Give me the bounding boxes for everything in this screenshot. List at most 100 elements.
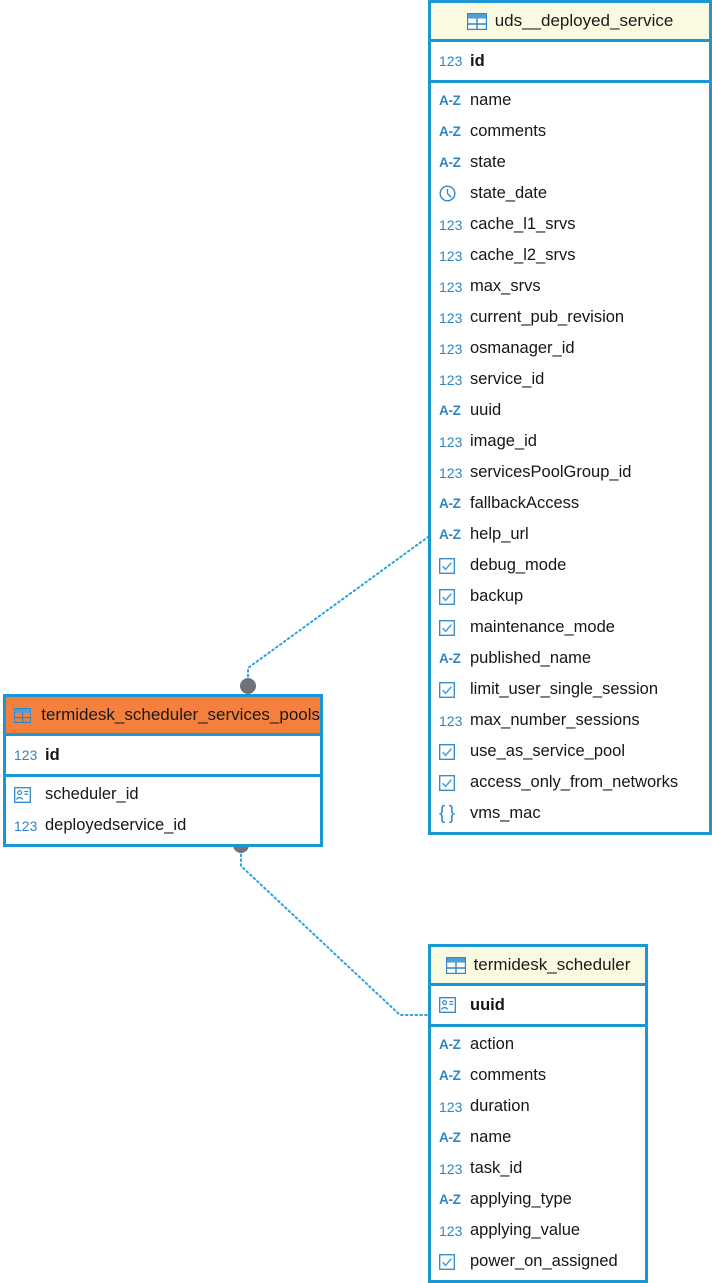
- field-label: maintenance_mode: [470, 618, 615, 637]
- text-icon-glyph: A-Z: [439, 527, 461, 542]
- table-icon: [445, 956, 466, 974]
- table-header[interactable]: uds__deployed_service: [431, 3, 709, 42]
- number-icon: 123: [439, 277, 462, 297]
- field-row[interactable]: A-Z published_name: [431, 643, 709, 674]
- field-label: state: [470, 153, 506, 172]
- field-label: task_id: [470, 1159, 523, 1178]
- number-icon: 123: [14, 745, 38, 765]
- field-row[interactable]: 123 max_number_sessions: [431, 705, 709, 736]
- table-termidesk-scheduler[interactable]: termidesk_scheduler uuid A-Z action A-Z …: [428, 944, 648, 1283]
- field-row[interactable]: A-Z help_url: [431, 519, 709, 550]
- number-icon: 123: [439, 432, 463, 452]
- number-icon-glyph: 123: [14, 747, 38, 763]
- field-label: current_pub_revision: [470, 308, 625, 327]
- field-label: max_srvs: [470, 277, 541, 296]
- field-row[interactable]: 123 max_srvs: [431, 271, 709, 302]
- field-label: servicesPoolGroup_id: [470, 463, 632, 482]
- number-icon-glyph: 123: [439, 309, 463, 326]
- field-label: service_id: [470, 370, 545, 389]
- number-icon-glyph: 123: [439, 247, 463, 264]
- field-row[interactable]: state_date: [431, 178, 709, 209]
- text-icon-glyph: A-Z: [439, 93, 461, 108]
- field-label: cache_l1_srvs: [470, 215, 576, 234]
- field-label: comments: [470, 122, 547, 141]
- text-icon-glyph: A-Z: [439, 403, 461, 418]
- number-icon: 123: [439, 711, 463, 731]
- field-row[interactable]: A-Z state: [431, 147, 709, 178]
- field-row[interactable]: limit_user_single_session: [431, 674, 709, 705]
- number-icon-glyph: 123: [439, 464, 463, 481]
- number-icon-glyph: 123: [439, 340, 463, 357]
- table-header[interactable]: termidesk_scheduler: [431, 947, 645, 986]
- field-label: image_id: [470, 432, 537, 451]
- field-label: cache_l2_srvs: [470, 246, 576, 265]
- table-termidesk-scheduler-services-pools[interactable]: termidesk_scheduler_services_pools 123 i…: [3, 694, 323, 847]
- field-row[interactable]: access_only_from_networks: [431, 767, 709, 798]
- text-icon-glyph: A-Z: [439, 124, 461, 139]
- number-icon-glyph: 123: [439, 53, 463, 69]
- field-row[interactable]: 123 servicesPoolGroup_id: [431, 457, 709, 488]
- field-label: limit_user_single_session: [470, 680, 659, 699]
- field-row[interactable]: 123 image_id: [431, 426, 709, 457]
- text-icon: A-Z: [439, 494, 461, 514]
- field-label: name: [470, 91, 512, 110]
- field-row[interactable]: A-Z fallbackAccess: [431, 488, 709, 519]
- field-label: osmanager_id: [470, 339, 575, 358]
- text-icon-glyph: A-Z: [439, 1037, 461, 1052]
- field-label: state_date: [470, 184, 548, 203]
- field-row[interactable]: 123 task_id: [431, 1153, 645, 1184]
- field-row[interactable]: 123 current_pub_revision: [431, 302, 709, 333]
- text-icon: A-Z: [439, 153, 461, 173]
- field-row-pk[interactable]: uuid: [431, 986, 645, 1024]
- field-row[interactable]: A-Z action: [431, 1029, 645, 1060]
- text-icon: A-Z: [439, 1035, 461, 1055]
- number-icon-glyph: 123: [439, 712, 463, 729]
- field-label: use_as_service_pool: [470, 742, 626, 761]
- relationship-endpoint-dot: [240, 678, 256, 694]
- boolean-icon: [439, 618, 461, 638]
- field-row[interactable]: backup: [431, 581, 709, 612]
- field-row[interactable]: A-Z comments: [431, 116, 709, 147]
- field-row[interactable]: maintenance_mode: [431, 612, 709, 643]
- field-row[interactable]: A-Z uuid: [431, 395, 709, 426]
- field-row[interactable]: A-Z applying_type: [431, 1184, 645, 1215]
- number-icon: 123: [439, 463, 463, 483]
- number-icon: 123: [439, 1159, 462, 1179]
- text-icon: A-Z: [439, 649, 461, 669]
- field-row-pk[interactable]: 123 id: [6, 736, 320, 774]
- field-label: debug_mode: [470, 556, 567, 575]
- field-row[interactable]: 123 cache_l2_srvs: [431, 240, 709, 271]
- field-label: applying_type: [470, 1190, 572, 1209]
- field-label: fallbackAccess: [470, 494, 580, 513]
- number-icon-glyph: 123: [439, 1098, 463, 1115]
- field-row[interactable]: A-Z name: [431, 1122, 645, 1153]
- field-row[interactable]: scheduler_id: [6, 779, 320, 810]
- table-header[interactable]: termidesk_scheduler_services_pools: [6, 697, 320, 736]
- primary-key-section: 123 id: [6, 736, 320, 777]
- field-row[interactable]: 123 osmanager_id: [431, 333, 709, 364]
- field-row[interactable]: A-Z comments: [431, 1060, 645, 1091]
- field-row[interactable]: debug_mode: [431, 550, 709, 581]
- text-icon-glyph: A-Z: [439, 155, 461, 170]
- field-row[interactable]: 123 duration: [431, 1091, 645, 1122]
- field-row[interactable]: A-Z name: [431, 85, 709, 116]
- field-row[interactable]: 123 applying_value: [431, 1215, 645, 1246]
- table-title: uds__deployed_service: [494, 11, 674, 30]
- field-row-pk[interactable]: 123 id: [431, 42, 709, 80]
- text-icon: A-Z: [439, 401, 461, 421]
- field-row[interactable]: 123 service_id: [431, 364, 709, 395]
- field-row[interactable]: use_as_service_pool: [431, 736, 709, 767]
- primary-key-section: 123 id: [431, 42, 709, 83]
- field-row[interactable]: 123 cache_l1_srvs: [431, 209, 709, 240]
- number-icon-glyph: 123: [439, 433, 463, 450]
- number-icon-glyph: 123: [14, 817, 38, 834]
- field-row[interactable]: { } vms_mac: [431, 798, 709, 829]
- field-row[interactable]: power_on_assigned: [431, 1246, 645, 1277]
- number-icon: 123: [14, 816, 38, 836]
- field-label: applying_value: [470, 1221, 581, 1240]
- text-icon-glyph: A-Z: [439, 1068, 461, 1083]
- table-uds-deployed-service[interactable]: uds__deployed_service 123 id A-Z name A-…: [428, 0, 712, 835]
- boolean-icon: [439, 587, 461, 607]
- field-label: comments: [470, 1066, 547, 1085]
- field-row[interactable]: 123 deployedservice_id: [6, 810, 320, 841]
